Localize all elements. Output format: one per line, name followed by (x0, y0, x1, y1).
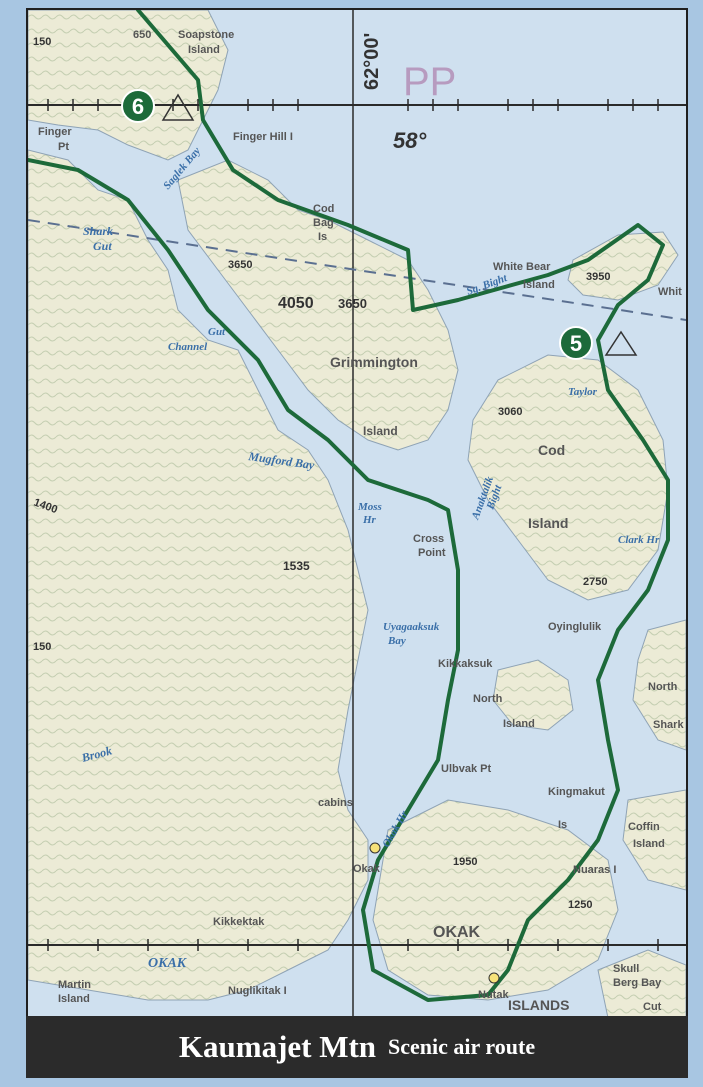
map-canvas[interactable]: 6 5 PP 62°00' 58° 650 Soapstone Island F… (28, 10, 686, 1018)
place-label: Cut (643, 1001, 662, 1013)
east-coast-south (622, 789, 686, 891)
water-label: Channel (168, 341, 208, 353)
place-label: Island (503, 718, 535, 730)
place-label: Cross (413, 533, 444, 545)
place-label: Nuglikitak I (228, 985, 287, 997)
scenic-route-line[interactable] (28, 10, 670, 1002)
place-label: Skull (613, 963, 639, 975)
place-label: Oyinglulik (548, 621, 602, 633)
cod-island (467, 354, 669, 601)
place-label: Berg Bay (613, 977, 662, 989)
route-stop-nutak[interactable] (488, 972, 500, 984)
place-label: 650 (133, 29, 151, 41)
waypoint-6-label: 6 (132, 94, 144, 119)
place-label: Whit (658, 286, 682, 298)
place-label: North (473, 693, 503, 705)
north-island (492, 659, 574, 731)
waypoint-5[interactable]: 5 (559, 326, 593, 360)
elevation-label: 1950 (453, 856, 477, 868)
waypoint-6[interactable]: 6 (121, 89, 155, 123)
longitude-label: 58° (393, 128, 426, 153)
elevation-label: 3950 (586, 271, 610, 283)
place-labels: 650 Soapstone Island Finger Pt Finger Hi… (38, 29, 684, 1013)
elevation-label: 1535 (283, 559, 310, 573)
place-label: Grimmington (330, 354, 418, 370)
caption-subtitle: Scenic air route (388, 1034, 536, 1059)
place-label: Shark (653, 719, 684, 731)
water-label: Uyagaaksuk (383, 621, 440, 633)
elevation-label: 150 (33, 36, 51, 48)
water-label: Hr (362, 514, 377, 526)
water-label: Moss (357, 501, 382, 513)
place-label: Coffin (628, 821, 660, 833)
place-label: Ulbvak Pt (441, 763, 491, 775)
peak-marker-5 (604, 330, 638, 356)
finger-peninsula (28, 10, 229, 161)
water-label: Bay (387, 635, 406, 647)
place-label: Okak (353, 863, 381, 875)
place-label: Is (318, 231, 327, 243)
white-bear-island (567, 231, 679, 301)
elevation-label: 1250 (568, 899, 592, 911)
route-stop-okak[interactable] (369, 842, 381, 854)
place-label: Island (523, 279, 555, 291)
latitude-label: 62°00' (361, 33, 383, 90)
grid-ticks (47, 99, 659, 951)
place-label: OKAK (433, 924, 481, 941)
place-label: Island (528, 515, 568, 531)
place-label: Martin (58, 979, 91, 991)
place-label: Is (558, 819, 567, 831)
map-panel[interactable]: 6 5 PP 62°00' 58° 650 Soapstone Island F… (26, 8, 688, 1020)
waypoint-5-label: 5 (570, 331, 582, 356)
water-label: Gut (208, 326, 226, 338)
place-label: Point (418, 547, 446, 559)
place-label: ISLANDS (508, 997, 569, 1013)
place-label: cabins (318, 797, 353, 809)
place-label: Pt (58, 141, 69, 153)
elevation-label: 150 (33, 641, 51, 653)
place-label: Shark (83, 224, 113, 238)
place-label: Finger Hill I (233, 131, 293, 143)
east-coast (632, 619, 686, 751)
caption-title: Kaumajet Mtn (178, 1029, 377, 1064)
place-label: Cod (538, 442, 565, 458)
water-label: Clark Hr (618, 534, 660, 546)
place-label: White Bear (493, 261, 551, 273)
water-label: OKAK (148, 956, 188, 971)
peak-marker-6 (161, 93, 195, 121)
map-caption: Kaumajet Mtn Scenic air route (26, 1016, 688, 1078)
place-label: Cod (313, 203, 334, 215)
grid-code-label: PP (403, 60, 456, 104)
elevation-label: 2750 (583, 576, 607, 588)
place-label: Island (58, 993, 90, 1005)
place-label: North (648, 681, 678, 693)
elevation-labels: 4050 3650 3650 3950 3060 2750 1535 1950 … (32, 36, 611, 911)
place-label: Gut (93, 239, 112, 253)
okak-islands (372, 799, 619, 1001)
mainland (28, 149, 369, 1001)
place-label: Island (363, 424, 398, 438)
place-label: Finger (38, 126, 72, 138)
place-label: Bag (313, 217, 334, 229)
water-label: Taylor (568, 386, 598, 398)
place-label: Soapstone (178, 29, 234, 41)
elevation-label: 3650 (228, 259, 252, 271)
elevation-label: 3650 (338, 296, 367, 311)
elevation-label: 4050 (278, 295, 314, 312)
grimmington-island (177, 159, 459, 451)
elevation-label: 3060 (498, 406, 522, 418)
boundary-dashed-line (28, 219, 686, 321)
place-label: Island (188, 44, 220, 56)
place-label: Kikkektak (213, 916, 265, 928)
skull-point (597, 949, 686, 1018)
place-label: Nutak (478, 989, 509, 1001)
place-label: Kingmakut (548, 786, 605, 798)
place-label: Island (633, 838, 665, 850)
place-label: Kikkaksuk (438, 658, 493, 670)
place-label: Nuaras I (573, 864, 616, 876)
